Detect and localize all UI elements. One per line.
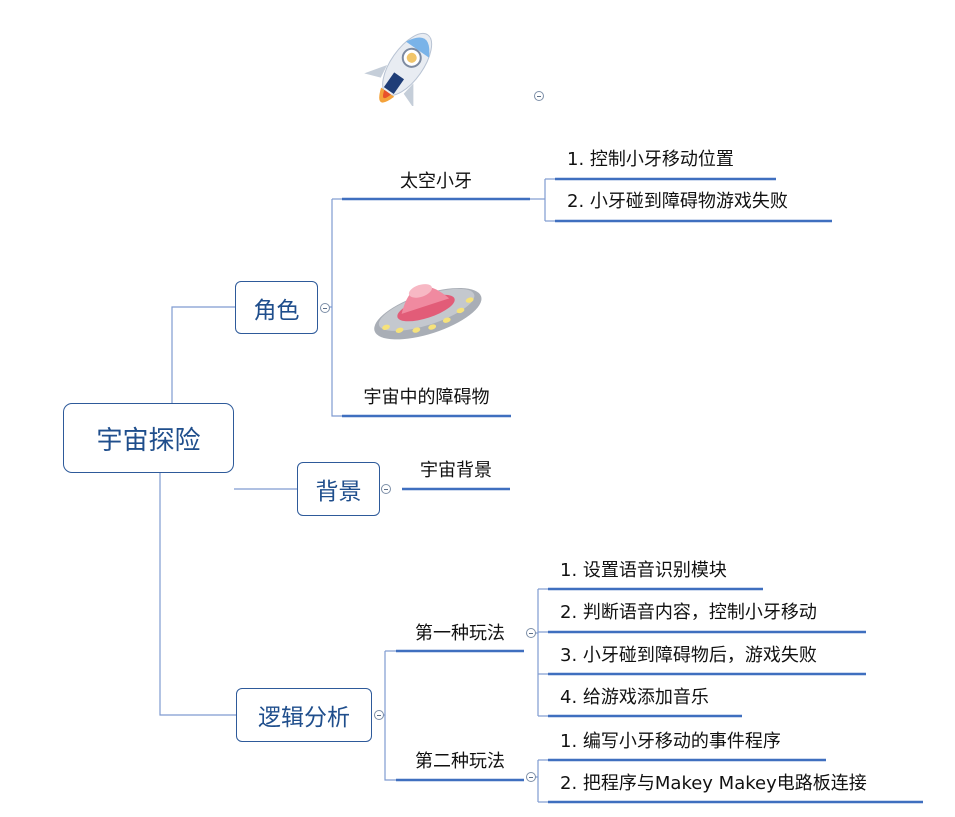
method-1-item-3[interactable]: 3. 小牙碰到障碍物后，游戏失败: [560, 645, 817, 666]
collapse-toggle-icon[interactable]: [320, 303, 330, 313]
space-tooth-item-2[interactable]: 2. 小牙碰到障碍物游戏失败: [567, 191, 788, 212]
rocket-icon: [364, 32, 433, 106]
method-1-item-1[interactable]: 1. 设置语音识别模块: [560, 560, 727, 581]
collapse-toggle-icon[interactable]: [534, 91, 544, 101]
space-tooth-item-1[interactable]: 1. 控制小牙移动位置: [567, 149, 734, 170]
topic-role[interactable]: 角色: [235, 281, 318, 334]
method-2-item-2[interactable]: 2. 把程序与Makey Makey电路板连接: [560, 773, 867, 794]
collapse-toggle-icon[interactable]: [374, 710, 384, 720]
collapse-toggle-icon[interactable]: [526, 772, 536, 782]
subtopic-method-1[interactable]: 第一种玩法: [415, 623, 505, 644]
topic-background[interactable]: 背景: [297, 462, 380, 516]
topic-role-label: 角色: [253, 297, 300, 324]
collapse-toggle-icon[interactable]: [381, 484, 391, 494]
method-1-item-4[interactable]: 4. 给游戏添加音乐: [560, 687, 709, 708]
subtopic-space-tooth[interactable]: 太空小牙: [400, 171, 472, 192]
topic-logic-label: 逻辑分析: [258, 705, 350, 731]
topic-background-label: 背景: [315, 479, 362, 505]
method-1-item-2[interactable]: 2. 判断语音内容，控制小牙移动: [560, 602, 817, 623]
root-topic-label: 宇宙探险: [96, 425, 201, 456]
subtopic-background[interactable]: 宇宙背景: [420, 460, 492, 481]
collapse-toggle-icon[interactable]: [526, 628, 536, 638]
ufo-icon: [374, 284, 482, 340]
root-topic[interactable]: 宇宙探险: [63, 403, 234, 473]
subtopic-obstacles[interactable]: 宇宙中的障碍物: [363, 387, 490, 408]
subtopic-method-2[interactable]: 第二种玩法: [415, 751, 505, 772]
method-2-item-1[interactable]: 1. 编写小牙移动的事件程序: [560, 731, 781, 752]
topic-logic[interactable]: 逻辑分析: [236, 688, 372, 742]
